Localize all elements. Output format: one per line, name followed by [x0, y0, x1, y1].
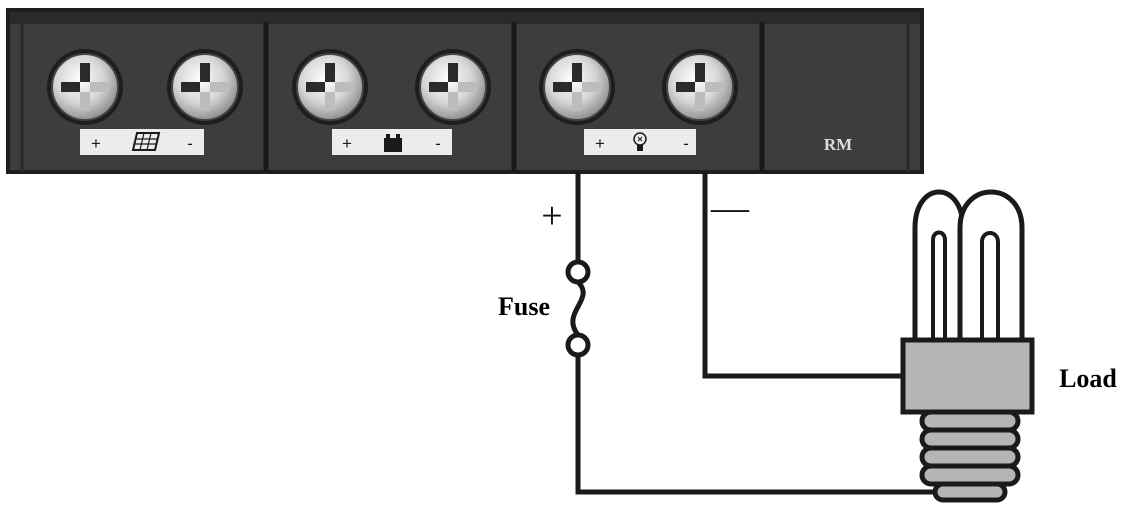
- load-wiring: + — Fuse: [498, 172, 935, 495]
- negative-wire: [702, 172, 905, 379]
- positive-polarity-label: +: [541, 195, 562, 237]
- negative-polarity-label: —: [710, 187, 750, 229]
- load-plus-sign: +: [595, 134, 605, 153]
- rm-port-section: RM: [824, 135, 852, 154]
- solar-terminal-section: + -: [46, 48, 244, 155]
- battery-terminal-section: + -: [291, 48, 492, 155]
- cfl-bulb-icon: [900, 189, 1035, 503]
- solar-positive-screw[interactable]: [46, 48, 124, 126]
- battery-negative-screw[interactable]: [414, 48, 492, 126]
- fuse-label: Fuse: [498, 292, 550, 321]
- solar-minus-sign: -: [187, 134, 193, 153]
- battery-minus-sign: -: [435, 134, 441, 153]
- controller-top-edge: [8, 10, 922, 24]
- load-label: Load: [1059, 364, 1117, 393]
- positive-return-wire: [575, 355, 935, 495]
- load-negative-screw[interactable]: [661, 48, 739, 126]
- battery-positive-screw[interactable]: [291, 48, 369, 126]
- rm-label: RM: [824, 135, 852, 154]
- load-minus-sign: -: [683, 134, 689, 153]
- battery-plus-sign: +: [342, 134, 352, 153]
- bulb-icon: [633, 132, 647, 151]
- fuse-symbol: [565, 259, 591, 358]
- charge-controller: + - + -: [6, 8, 924, 174]
- solar-panel-icon: [131, 132, 161, 151]
- solar-plus-sign: +: [91, 134, 101, 153]
- load-terminal-section: + -: [538, 48, 739, 155]
- load-positive-screw[interactable]: [538, 48, 616, 126]
- solar-negative-screw[interactable]: [166, 48, 244, 126]
- bulb-base: [900, 337, 1035, 415]
- battery-icon: [384, 134, 402, 152]
- bulb-thread: [919, 409, 1021, 503]
